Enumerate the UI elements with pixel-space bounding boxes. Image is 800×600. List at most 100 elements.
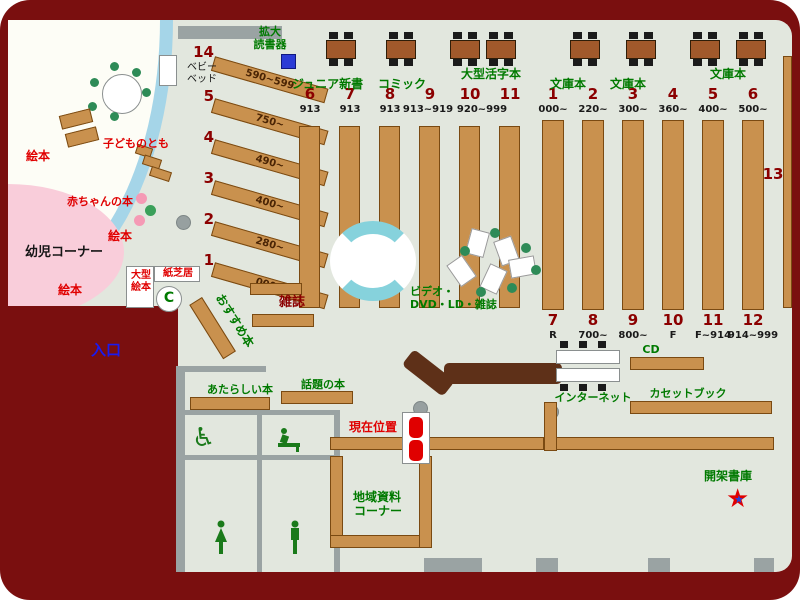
section-label-cassette-books: カセットブック [649, 387, 727, 400]
baby-changing-icon [276, 426, 302, 456]
chair-icon [404, 32, 413, 39]
star-icon: ★ [734, 493, 744, 506]
chair-icon [504, 59, 513, 66]
chair-icon [693, 32, 702, 39]
area-label-local-materials: 地域資料 [352, 490, 401, 504]
bookshelf [330, 437, 544, 450]
chair-icon [453, 59, 462, 66]
study-table [450, 32, 480, 66]
shelf-number: 5 [203, 87, 214, 105]
chair-icon [739, 32, 748, 39]
chair-icon [644, 59, 653, 66]
chair-icon [560, 341, 568, 348]
stool-dot [476, 287, 486, 297]
shelf-range-label: F~914 [694, 330, 732, 341]
man-icon [286, 520, 304, 560]
shelf-range-label: 913 [339, 104, 361, 115]
chair-icon [708, 59, 717, 66]
entrance-label: 入口 [90, 341, 121, 359]
section-label-magnifier: 拡大 [259, 25, 281, 38]
entrance-exterior-block [8, 306, 178, 572]
stool-dot [142, 88, 151, 97]
shelf-number: 2 [203, 210, 214, 228]
cushion-dot [136, 193, 147, 204]
table-top [626, 40, 656, 59]
shelf-number: 1 [203, 251, 214, 269]
table-top [690, 40, 720, 59]
bookshelf [542, 120, 564, 310]
wheelchair-icon: ♿ [192, 423, 216, 453]
study-table [626, 32, 656, 66]
section-label-large-picture-books: 大型 [131, 270, 151, 281]
wall [648, 558, 670, 572]
magazine-shelf [252, 314, 314, 327]
section-label-video: DVD・LD・雑誌 [410, 298, 497, 311]
shelf-number: 6 [304, 85, 316, 103]
label-baby-bed: ベビー [187, 62, 217, 73]
chair-icon [739, 59, 748, 66]
study-table [386, 32, 416, 66]
wall [424, 558, 482, 572]
current-location-marker [409, 440, 423, 461]
section-label-video: ビデオ・ [410, 285, 454, 298]
chair-icon [754, 59, 763, 66]
chair-icon [588, 32, 597, 39]
chair-icon [598, 341, 606, 348]
bookshelf [582, 120, 604, 310]
chair-icon [579, 384, 587, 391]
chair-icon [453, 32, 462, 39]
table-top [570, 40, 600, 59]
magnifier-location-icon [281, 54, 296, 69]
shelf-number: 7 [547, 311, 559, 329]
cassette-shelf [630, 401, 772, 414]
chair-icon [489, 32, 498, 39]
star-icon: ★ [726, 484, 750, 514]
shelf-range-label: F [669, 330, 677, 341]
section-label-internet: インターネット [554, 391, 632, 404]
cd-shelf [630, 357, 704, 370]
shelf-number: 10 [459, 85, 481, 103]
wall [178, 26, 282, 39]
shelf-number: 12 [742, 311, 764, 329]
section-label-kamishibai: 紙芝居 [163, 268, 193, 279]
new-books-shelf [190, 397, 270, 410]
shelf-range-label: 360~ [658, 104, 688, 115]
chair-icon [579, 341, 587, 348]
chair-icon [329, 32, 338, 39]
magazine-shelf [250, 283, 302, 295]
baby-bed-icon [159, 55, 177, 86]
stool-dot [132, 68, 141, 77]
topic-books-shelf [281, 391, 353, 404]
section-label-bunko: 文庫本 [709, 67, 746, 81]
shelf-number: 13 [762, 165, 784, 183]
wall-bookshelf-13 [783, 56, 792, 308]
section-label-kodomo-no-tomo: 子どものとも [103, 137, 169, 150]
chair-icon [468, 32, 477, 39]
shelf-number: 14 [193, 43, 214, 61]
shelf-number: 3 [627, 85, 639, 103]
study-table [690, 32, 720, 66]
current-location-marker [409, 417, 423, 438]
stool-dot [88, 102, 97, 111]
kids-round-table [102, 74, 142, 114]
large-picture-books-shelf [126, 266, 154, 308]
bookshelf [544, 402, 557, 451]
wall [176, 366, 266, 372]
section-label-magazines: 雑誌 [278, 295, 305, 310]
shelf-range-label: 913~919 [402, 104, 454, 115]
study-table [570, 32, 600, 66]
study-table [486, 32, 516, 66]
shelf-number: 11 [702, 311, 724, 329]
section-label-picture-books: 絵本 [107, 229, 132, 243]
chair-icon [489, 59, 498, 66]
table-top [326, 40, 356, 59]
wall [257, 412, 262, 457]
chair-icon [588, 59, 597, 66]
wall [536, 558, 558, 572]
current-location-label: 現在位置 [348, 420, 397, 434]
shelf-number: 8 [587, 311, 599, 329]
bookshelf [662, 120, 684, 310]
shelf-range-label: 300~ [618, 104, 648, 115]
chair-icon [629, 32, 638, 39]
